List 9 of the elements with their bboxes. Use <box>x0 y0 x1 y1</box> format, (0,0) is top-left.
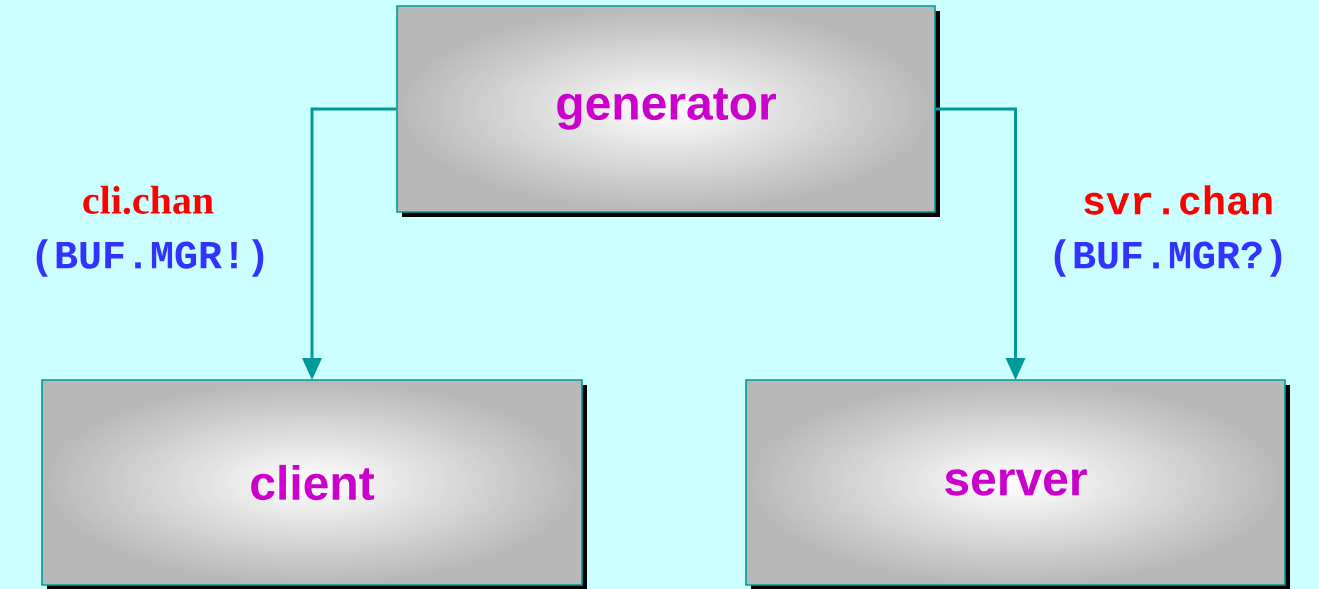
edge-label: cli.chan <box>83 185 214 215</box>
channel-label: (BUF.MGR!) <box>36 239 264 277</box>
process-box: client <box>41 379 587 589</box>
edge-label: svr.chan <box>1084 185 1272 215</box>
arrow <box>302 107 397 380</box>
process-box: server <box>745 379 1290 589</box>
channel-label: (BUF.MGR?) <box>1054 239 1282 277</box>
process-box: generator <box>396 5 940 217</box>
arrow <box>935 107 1026 380</box>
